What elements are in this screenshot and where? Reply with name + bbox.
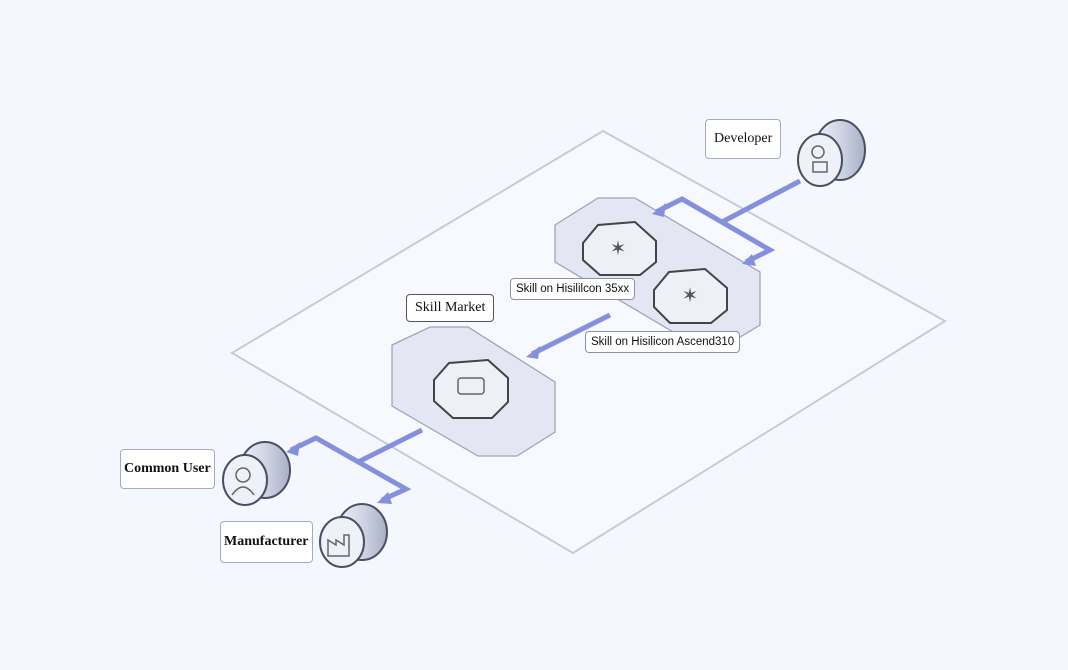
common-user-label: Common User [120, 449, 215, 489]
skill-35xx-label: Skill on Hisililcon 35xx [510, 278, 636, 300]
svg-text:✶: ✶ [610, 238, 627, 260]
developer-node-icon [797, 119, 866, 187]
developer-label: Developer [705, 119, 782, 159]
flow-arrows [289, 178, 802, 503]
arrow-heads [286, 203, 756, 504]
skill-market-label: Skill Market [406, 294, 495, 322]
skill-market-chip-icon [433, 358, 509, 419]
svg-text:✶: ✶ [682, 285, 699, 307]
chip-35xx-icon: ✶ [582, 220, 657, 276]
common-user-node-icon [222, 441, 291, 506]
manufacturer-node-icon [319, 503, 388, 568]
chip-ascend-icon: ✶ [653, 267, 728, 324]
manufacturer-label: Manufacturer [220, 521, 313, 563]
skill-ascend-label: Skill on Hisilicon Ascend310 [585, 331, 741, 353]
